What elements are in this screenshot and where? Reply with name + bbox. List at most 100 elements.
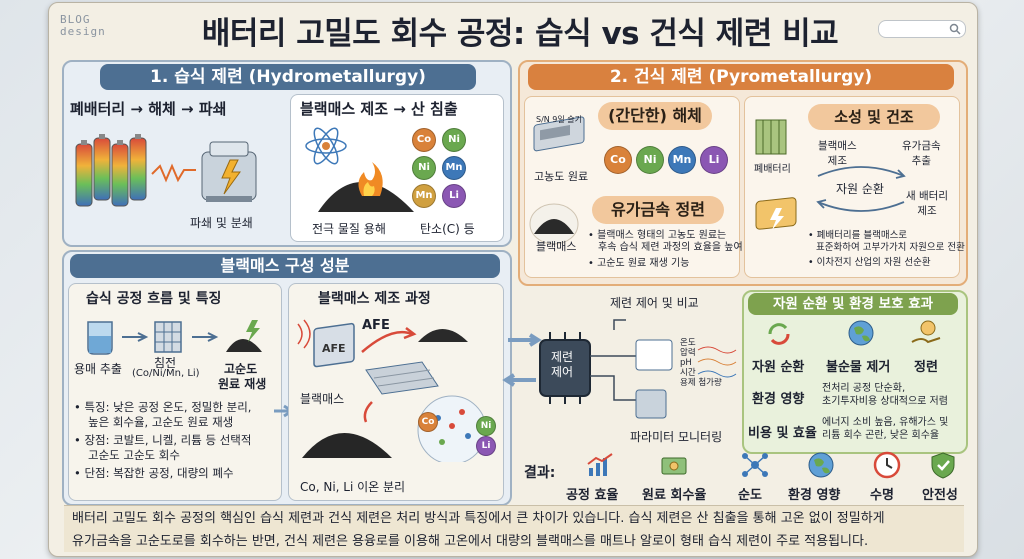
dry-header: 2. 건식 제련 (Pyrometallurgy) <box>528 64 954 90</box>
process-caption: Co, Ni, Li 이온 분리 <box>300 480 406 494</box>
control-diagram <box>502 319 737 419</box>
param: 온도 <box>680 338 696 348</box>
chip-co: Co <box>418 412 438 432</box>
powder-icon <box>226 320 262 352</box>
search-input[interactable] <box>878 20 966 38</box>
wet-flow-header: 습식 공정 흐름 및 특징 <box>86 291 222 307</box>
afe-device-label: AFE <box>322 342 346 355</box>
arrow-icon <box>122 332 149 342</box>
shredder-icon <box>201 141 257 202</box>
dry-right-bullet: • 폐배터리를 블랙매스로 <box>808 230 908 241</box>
env-row2-text: 에너지 소비 높음, 유해가스 및 리튬 회수 곤란, 낮은 회수율 <box>822 416 948 442</box>
param: 시간 <box>680 368 696 378</box>
control-top-label: 제련 제어 및 비교 <box>610 296 699 310</box>
search-icon <box>949 23 961 35</box>
recycle-icon <box>768 323 790 345</box>
dry-left-caption: 고농도 원료 <box>534 170 589 183</box>
cycle-valuable: 유가금속 추출 <box>902 138 941 168</box>
control-bottom-label: 파라미터 모니터링 <box>630 430 723 444</box>
blog-logo: BLOG design <box>60 14 106 38</box>
coin-hand-icon <box>911 320 941 344</box>
control-chip-line1: 제련 <box>551 350 574 364</box>
env-row2-label: 비용 및 효율 <box>748 426 817 441</box>
param: pH <box>680 358 692 368</box>
chip-co: Co <box>412 128 436 152</box>
summary-line2: 유가금속을 고순도로를 회수하는 반면, 건식 제련은 용융로를 이용해 고온에… <box>72 534 869 549</box>
dry-bullet: 후속 습식 제련 과정의 효율을 높여 <box>598 242 743 253</box>
results-label: 결과: <box>524 465 556 481</box>
logo-line1: BLOG <box>60 13 91 26</box>
env-item2: 불순물 제거 <box>826 360 891 375</box>
env-row1-text: 전처리 공정 단순화, 초기투자비용 상대적으로 저렴 <box>822 382 948 408</box>
wet-flow-box <box>68 283 282 501</box>
dry-right-bullet: • 이차전지 산업의 자원 선순환 <box>808 257 931 268</box>
pill-calcination: 소성 및 건조 <box>808 104 940 130</box>
control-params: 온도 압력 pH 시간 용제 첨가량 <box>680 338 722 388</box>
page-title: 배터리 고밀도 회수 공정: 습식 vs 건식 제련 비교 <box>201 16 839 52</box>
chip-mn: Mn <box>442 156 466 180</box>
afe-label: AFE <box>362 318 390 333</box>
result-item: 공정 효율 <box>566 488 619 503</box>
param: 압력 <box>680 348 696 358</box>
chip-mn: Mn <box>668 146 696 174</box>
result-item: 원료 회수율 <box>642 488 707 503</box>
env-panel <box>742 290 968 454</box>
dry-bm-label: 블랙매스 <box>536 240 577 253</box>
atom-icon <box>305 127 347 165</box>
cycle-new: 새 배터리 제조 <box>906 188 948 218</box>
logo-line2: design <box>60 25 106 38</box>
precipitation-tank-icon <box>154 321 182 353</box>
param: 용제 첨가량 <box>680 378 722 388</box>
control-chip-line2: 제어 <box>551 365 574 379</box>
afe-device <box>297 319 355 368</box>
dry-left-bullets: • 블랙매스 형태의 고농도 원료는 후속 습식 제련 과정의 효율을 높여 •… <box>588 230 743 270</box>
chip-ni: Ni <box>442 128 466 152</box>
process-header: 블랙매스 제조 과정 <box>318 291 431 307</box>
beaker-icon <box>87 321 113 355</box>
result-item: 환경 영향 <box>788 488 841 503</box>
cycle-center: 자원 순환 <box>836 182 884 196</box>
env-row1-label: 환경 영향 <box>752 392 805 407</box>
env-row2-line2: 리튬 회수 곤란, 낮은 회수율 <box>822 430 940 441</box>
process-illustration <box>297 319 487 462</box>
cycle-new-line1: 새 배터리 <box>906 190 948 202</box>
chart-up-icon <box>587 453 613 476</box>
pill-refining: 유가금속 정련 <box>592 196 724 224</box>
flow-bullet: • 장점: 코발트, 니켈, 리튬 등 선택적 <box>74 433 252 447</box>
money-icon <box>661 457 687 475</box>
result-item: 안전성 <box>922 488 958 503</box>
chip-co: Co <box>604 146 632 174</box>
cycle-new-line2: 제조 <box>917 205 937 217</box>
flow-step2-label: 침전 <box>154 356 177 370</box>
new-battery-icon <box>755 197 797 230</box>
chip-ni: Ni <box>636 146 664 174</box>
flow-bullet: • 특징: 낮은 공정 온도, 정밀한 분리, <box>74 400 252 414</box>
chip-li: Li <box>442 184 466 208</box>
env-item1: 자원 순환 <box>752 360 805 375</box>
result-item: 순도 <box>738 488 762 503</box>
wet-step1-title: 폐배터리 → 해체 → 파쇄 <box>70 100 227 118</box>
chip-ni: Ni <box>412 156 436 180</box>
flow-step1-label: 용매 추출 <box>74 362 122 376</box>
cycle-bm-line2: 제조 <box>827 155 847 167</box>
dry-bullet: • 블랙매스 형태의 고농도 원료는 <box>588 230 727 241</box>
chip-mn: Mn <box>412 184 436 208</box>
cycle-arrows-icon <box>816 166 906 212</box>
blackmass-pile-icon <box>529 203 579 245</box>
molecule-icon <box>742 453 768 477</box>
battery-cells-icon <box>75 134 196 207</box>
arrow-icon <box>192 332 219 342</box>
clock-icon <box>873 451 901 479</box>
dry-right-bullet: 표준화하여 고부가가치 자원으로 전환 <box>816 242 965 253</box>
shield-icon <box>931 452 955 479</box>
chip-li: Li <box>700 146 728 174</box>
dry-right-bullets: • 폐배터리를 블랙매스로 표준화하여 고부가가치 자원으로 전환 • 이차전지… <box>808 230 965 269</box>
control-chip: 제련 제어 <box>551 350 573 380</box>
device-label: S/N 9일 슬기 <box>536 115 583 124</box>
mesh-plate <box>365 361 439 395</box>
flow-step2-sub: (Co/Ni/Mn, Li) <box>132 368 200 379</box>
wet-step2-caption1: 전극 물질 용해 <box>312 222 386 236</box>
blackmass-label: 블랙매스 <box>300 392 345 406</box>
wet-step2-box <box>290 94 504 242</box>
cycle-battery: 폐배터리 <box>754 164 791 175</box>
